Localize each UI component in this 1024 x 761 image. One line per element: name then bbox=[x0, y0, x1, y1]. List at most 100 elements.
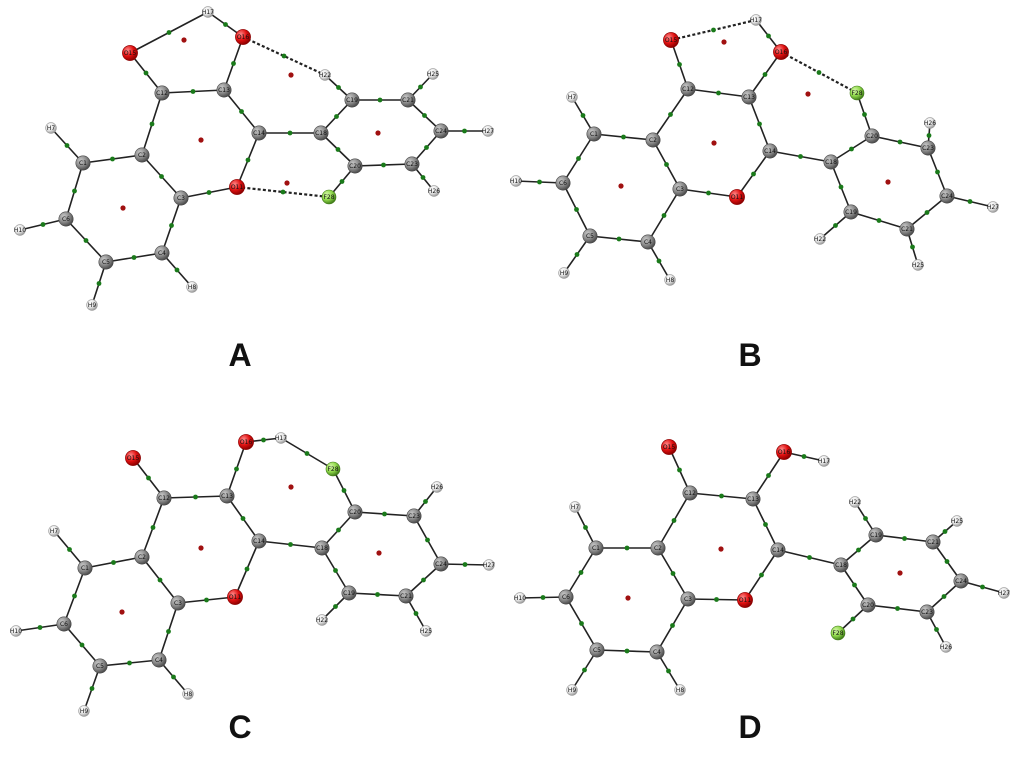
atom-c19 bbox=[341, 585, 357, 601]
atom-c24 bbox=[433, 556, 449, 572]
bond-critical-point bbox=[816, 70, 822, 75]
atom-label: C4 bbox=[155, 657, 163, 664]
atom-h9 bbox=[566, 684, 578, 696]
atom-h8 bbox=[186, 281, 198, 293]
ring-critical-point bbox=[198, 545, 204, 551]
bond-critical-point bbox=[766, 473, 771, 478]
bond-critical-point bbox=[336, 527, 341, 533]
bond-critical-point bbox=[849, 146, 854, 152]
bond-critical-point bbox=[621, 134, 626, 140]
atom-label: H8 bbox=[666, 277, 675, 284]
bond-critical-point bbox=[579, 621, 584, 626]
atom-label: H17 bbox=[750, 17, 762, 24]
atom-label: C18 bbox=[835, 562, 847, 569]
atom-label: H7 bbox=[571, 504, 580, 511]
atom-label: H25 bbox=[420, 628, 432, 635]
atom-c12 bbox=[682, 485, 698, 501]
bond-critical-point bbox=[334, 114, 339, 119]
atom-c6 bbox=[558, 589, 574, 605]
bond-critical-point bbox=[79, 642, 85, 648]
ring-critical-point bbox=[119, 609, 125, 615]
atom-c21 bbox=[400, 92, 416, 108]
bond-critical-point bbox=[711, 27, 716, 33]
atom-c21 bbox=[899, 221, 915, 237]
bond-critical-point bbox=[670, 571, 676, 576]
bond-critical-point bbox=[941, 594, 947, 599]
atom-c13 bbox=[219, 488, 235, 504]
atom-c2 bbox=[134, 549, 150, 565]
atom-label: C21 bbox=[927, 539, 939, 546]
atom-c18 bbox=[313, 125, 329, 141]
atom-label: H22 bbox=[814, 236, 826, 243]
atom-c12 bbox=[680, 81, 696, 97]
atom-label: C23 bbox=[921, 609, 933, 616]
atom-label: C12 bbox=[684, 490, 696, 497]
atom-c13 bbox=[745, 491, 761, 507]
atom-o15 bbox=[125, 450, 141, 466]
atom-label: C13 bbox=[221, 493, 233, 500]
bond-critical-point bbox=[852, 582, 857, 588]
atom-c24 bbox=[433, 123, 449, 139]
atom-label: C3 bbox=[676, 186, 684, 193]
bond-critical-point bbox=[382, 511, 387, 517]
bond-critical-point bbox=[670, 623, 675, 628]
bond-critical-point bbox=[656, 258, 662, 264]
bond-critical-point bbox=[110, 156, 115, 162]
atom-h25 bbox=[912, 259, 924, 271]
bond-critical-point bbox=[381, 162, 386, 168]
atom-label: C19 bbox=[343, 590, 355, 597]
bond-critical-point bbox=[924, 210, 930, 215]
atom-h8 bbox=[674, 684, 686, 696]
ring-critical-point bbox=[288, 484, 294, 490]
atom-label: C5 bbox=[586, 233, 594, 240]
atom-c13 bbox=[741, 89, 757, 105]
atom-label: C13 bbox=[743, 94, 755, 101]
ring-critical-point bbox=[721, 39, 727, 45]
bond-critical-point bbox=[863, 516, 868, 521]
atom-label: H10 bbox=[514, 595, 526, 602]
ring-critical-point bbox=[897, 570, 903, 576]
ring-critical-point bbox=[805, 91, 811, 97]
atom-c6 bbox=[56, 616, 72, 632]
bond-critical-point bbox=[171, 674, 176, 680]
bond-critical-point bbox=[540, 595, 546, 600]
bond-critical-point bbox=[944, 559, 950, 564]
atom-label: O11 bbox=[731, 194, 744, 201]
atom-label: C12 bbox=[156, 90, 168, 97]
bond-critical-point bbox=[244, 566, 250, 572]
atom-h27 bbox=[483, 559, 495, 571]
atom-label: H7 bbox=[47, 125, 56, 132]
bond-critical-point bbox=[763, 522, 768, 527]
bond-critical-point bbox=[833, 223, 838, 228]
atom-label: H9 bbox=[568, 687, 577, 694]
bond-critical-point bbox=[333, 568, 338, 573]
atom-label: H27 bbox=[998, 590, 1010, 597]
atom-label: C14 bbox=[772, 547, 784, 554]
atom-label: H22 bbox=[319, 72, 331, 79]
atom-h17 bbox=[818, 455, 830, 467]
bond-critical-point bbox=[850, 616, 856, 622]
atom-c4 bbox=[154, 245, 170, 261]
atom-c12 bbox=[154, 85, 170, 101]
atom-label: C3 bbox=[174, 600, 182, 607]
bond-critical-point bbox=[420, 175, 426, 180]
bond-critical-point bbox=[578, 570, 584, 575]
bond-critical-point bbox=[425, 537, 430, 543]
atom-label: C2 bbox=[654, 545, 662, 552]
atom-label: C2 bbox=[649, 137, 657, 144]
atom-label: C23 bbox=[408, 513, 420, 520]
atom-label: C24 bbox=[941, 193, 953, 200]
bond-critical-point bbox=[146, 475, 151, 481]
bond-critical-point bbox=[661, 213, 667, 218]
atom-label: C18 bbox=[315, 130, 327, 137]
atom-h10 bbox=[10, 625, 22, 637]
bond-critical-point bbox=[895, 606, 900, 611]
atom-label: C13 bbox=[747, 496, 759, 503]
atom-label: O11 bbox=[229, 594, 242, 601]
bond-critical-point bbox=[287, 130, 293, 136]
atom-o15 bbox=[661, 439, 677, 455]
bond-critical-point bbox=[798, 154, 803, 159]
atom-c19 bbox=[344, 92, 360, 108]
